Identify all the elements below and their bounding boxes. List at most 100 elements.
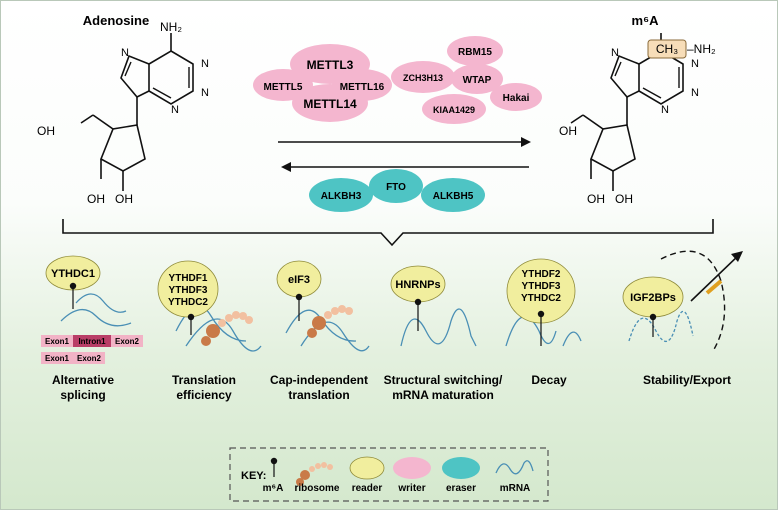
reader-label: YTHDC2 [168,297,208,308]
panel-decay: YTHDF2 YTHDF3 YTHDC2 Decay [505,258,582,387]
key-label: m⁶A [263,483,284,494]
mrna-strand [562,331,582,347]
writer-label: RBM15 [458,47,492,58]
reader-label: eIF3 [288,274,310,286]
eraser-label: ALKBH3 [321,191,362,202]
m6a-structure: CH₃ –NH₂ N N N N OH OH OH [559,32,716,206]
exon-label: Exon2 [77,354,102,363]
intron-label: Intron1 [78,337,106,346]
panel-label: Structural switching/ [384,373,503,387]
intron1-box [73,335,111,347]
panel-label: Stability/Export [643,373,731,387]
ribosome-icon [307,305,353,338]
panel-translation-efficiency: YTHDF1 YTHDF3 YTHDC2 Translation efficie… [157,260,262,402]
panel-label: Decay [531,373,567,387]
reader-label: IGF2BPs [630,292,676,304]
writer-label: METTL3 [307,58,354,72]
exon-label: Exon1 [45,354,70,363]
m6a-marker [187,313,195,321]
oh-label-1: OH [37,124,55,138]
writer-METTL14 [292,84,368,122]
nh2-label: NH₂ [160,20,182,34]
reader-label: YTHDF1 [169,273,208,284]
panel-label: efficiency [176,388,232,402]
eraser-FTO [369,169,423,203]
adenosine-title: Adenosine [83,13,149,28]
key-m6a-icon [270,457,278,465]
writer-Hakai [490,83,542,111]
eraser-ALKBH5 [421,178,485,212]
writer-label: METTL14 [303,97,357,111]
writer-label: METTL5 [264,82,303,93]
reader-label: YTHDC2 [521,293,561,304]
stability-block [705,279,723,295]
n-label-7: N [661,104,669,116]
panel-label: translation [288,388,349,402]
reader-label: HNRNPs [395,279,440,291]
mrna-strand [628,310,694,342]
oh-label-5: OH [587,192,605,206]
n-label-2: N [201,87,209,99]
ch3-label: CH₃ [656,42,678,56]
oh-label-3: OH [115,192,133,206]
exon2-box [111,335,143,347]
m6a-marker [69,282,77,290]
ribosome-icon [201,311,253,346]
m6a-marker [414,298,422,306]
writer-cluster: METTL3 METTL5 METTL16 METTL14 RBM15 ZCH3… [253,36,542,124]
writer-ZCH3H13 [391,61,455,93]
n-label-6: N [691,87,699,99]
panel-label: mRNA maturation [392,388,494,402]
m6a-nh2-label: –NH₂ [687,42,716,56]
panel-cap-independent: eIF3 Cap-independent translation [270,260,370,402]
m6a-marker [649,313,657,321]
key-border [229,447,549,502]
exon1-box-spliced [41,352,73,364]
exon1-box [41,335,73,347]
panel-structural-switching: HNRNPs Structural switching/ mRNA matura… [384,265,503,402]
n-label-3: N [171,104,179,116]
panel-label: Alternative [52,373,114,387]
reader-label: YTHDF3 [169,285,208,296]
stability-arrow [690,252,742,302]
panel-label: Cap-independent [270,373,368,387]
methyl-box [647,39,687,59]
key-label: eraser [446,483,476,494]
n-label-1: N [201,58,209,70]
mrna-strand [75,293,127,313]
m6a-marker [537,310,545,318]
key-reader-icon [349,456,385,480]
exon-label: Exon2 [115,337,140,346]
key-label: writer [397,483,425,494]
eraser-ALKBH3 [309,178,373,212]
writer-label: ZCH3H13 [403,73,443,83]
reader-label: YTHDF2 [522,269,561,280]
key-ribosome-icon [296,462,333,486]
key-mrna-icon [495,460,534,475]
eraser-label: ALKBH5 [433,191,474,202]
key-label: ribosome [294,483,339,494]
forward-arrow [278,137,531,147]
mrna-strand [60,309,132,327]
n-label-5: N [691,58,699,70]
oh-label-4: OH [559,124,577,138]
writer-label: METTL16 [340,82,385,93]
eraser-cluster: ALKBH3 FTO ALKBH5 [309,169,485,212]
exon-label: Exon1 [45,337,70,346]
mrna-strand [185,318,262,352]
key-eraser-icon [442,457,480,479]
key-label: mRNA [500,483,531,494]
exon2-box-spliced [73,352,105,364]
writer-WTAP [451,64,503,94]
export-dashed-arc [660,250,726,352]
key-label: reader [352,483,383,494]
writer-KIAA1429 [422,94,486,124]
mrna-strand [505,316,557,347]
writer-label: KIAA1429 [433,105,475,115]
n-label-8: N [611,47,619,59]
bracket [62,219,714,247]
legend-key: KEY: m⁶A ribosome reader writer eraser m… [229,447,549,502]
eraser-label: FTO [386,182,406,193]
